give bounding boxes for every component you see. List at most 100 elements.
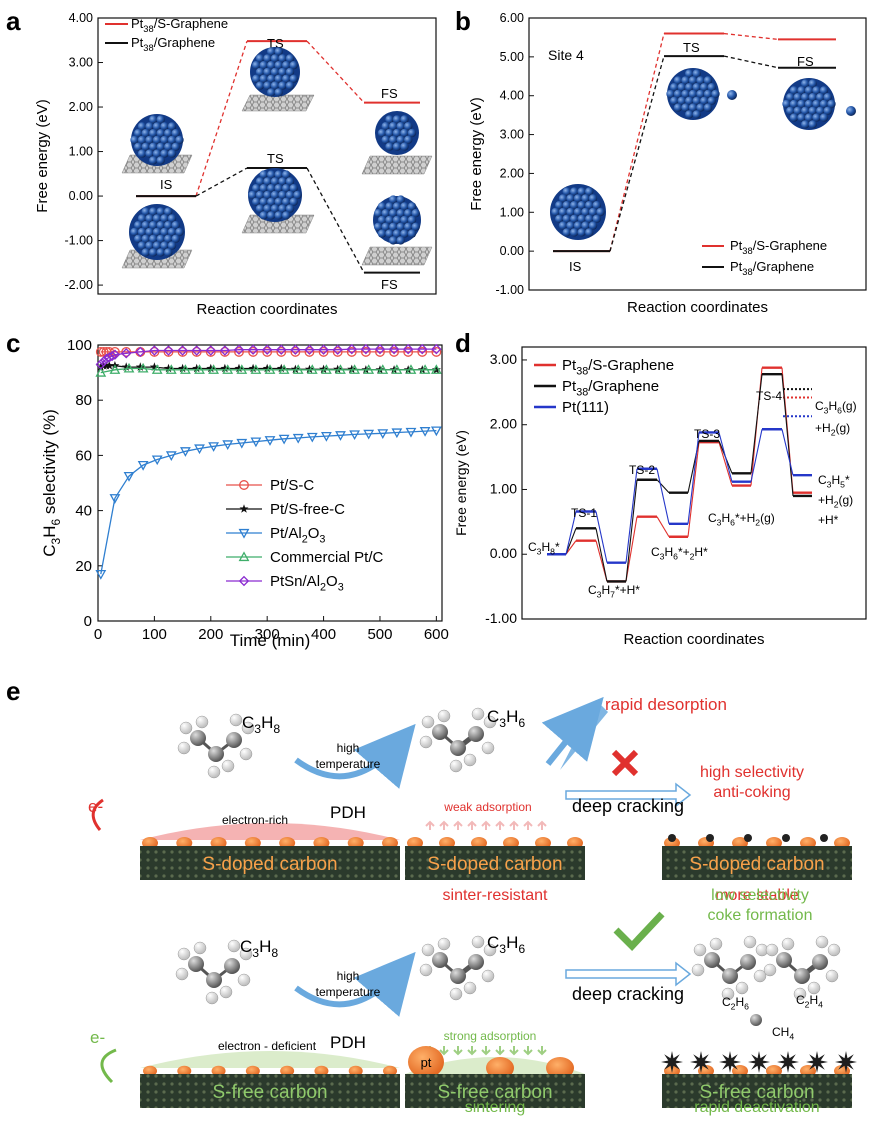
hydrogen-atom xyxy=(765,943,779,957)
y-tick-label: 0 xyxy=(84,613,92,630)
pt-atom xyxy=(267,47,276,56)
pt-atom xyxy=(666,89,675,99)
pt-atom xyxy=(282,197,291,206)
data-point xyxy=(405,364,417,374)
hydrogen-atom xyxy=(239,947,253,961)
chem-part: 6 xyxy=(673,552,678,562)
hydrogen-atom xyxy=(743,935,757,949)
pt-atom xyxy=(793,106,802,116)
chem-part: C xyxy=(818,473,827,487)
pt-nanoparticle xyxy=(383,1065,397,1077)
pt-atom xyxy=(585,201,594,210)
data-point xyxy=(278,364,290,374)
series-line xyxy=(100,429,437,575)
pt-atom xyxy=(160,135,169,145)
pt-atom xyxy=(134,221,143,230)
chem-part: C xyxy=(588,583,597,597)
desorption-arrow-head xyxy=(560,700,608,770)
pt-atom xyxy=(263,54,272,63)
pt-cluster-image xyxy=(250,47,300,97)
pt-atom xyxy=(400,202,409,211)
data-point xyxy=(164,363,173,373)
state-label: +H* xyxy=(818,513,839,527)
graphene-sheet xyxy=(361,155,433,175)
data-point xyxy=(109,346,120,357)
data-point xyxy=(109,494,121,504)
hydrogen-atom xyxy=(205,991,219,1005)
pt-atom xyxy=(259,60,268,70)
chem-part: 4 xyxy=(789,1032,794,1042)
pt-atom xyxy=(385,229,394,238)
y-tick-label: -1.00 xyxy=(65,234,94,248)
pt-atom xyxy=(670,96,679,106)
y-tick-label: 80 xyxy=(75,392,92,409)
pt-atom xyxy=(285,190,295,200)
hydrogen-atom xyxy=(807,981,821,995)
y-tick-label: 6.00 xyxy=(500,11,524,25)
data-point xyxy=(360,343,372,355)
pt-atom xyxy=(130,227,139,237)
pt-atom xyxy=(688,103,698,112)
legend-sub: 38 xyxy=(742,267,752,277)
pt-atom xyxy=(145,135,154,145)
pt-atom xyxy=(562,214,571,223)
energy-connector xyxy=(609,33,665,252)
hydrogen-atom xyxy=(471,707,485,721)
state-label-fs: FS xyxy=(381,277,398,292)
pt-atom xyxy=(392,142,402,151)
chem-part: 6 xyxy=(518,716,525,730)
y-tick-label: 3.00 xyxy=(69,56,93,70)
pt-atom xyxy=(141,129,150,138)
adsorb-arrow xyxy=(481,1046,491,1056)
legend-text: /S-Graphene xyxy=(753,238,827,253)
hydrogen-atom xyxy=(195,715,209,729)
data-point xyxy=(431,346,442,357)
pt-atom xyxy=(252,60,261,70)
chem-part: H xyxy=(506,933,518,952)
pt-atom xyxy=(801,106,810,116)
pt-atom xyxy=(267,170,276,179)
data-point xyxy=(388,343,400,355)
pt-atom xyxy=(588,221,598,230)
pt-atom xyxy=(581,194,590,203)
hydrogen-atom xyxy=(221,759,235,773)
pt-atom xyxy=(396,122,405,131)
pt-atom xyxy=(152,227,162,237)
pt-atom xyxy=(252,197,261,206)
energy-connector xyxy=(781,374,794,497)
pt-atom xyxy=(789,99,799,109)
chem-part: 3 xyxy=(252,946,259,960)
pt-atom xyxy=(392,115,402,124)
legend-label: Pt38/S-Graphene xyxy=(730,238,827,256)
pt-atom xyxy=(252,74,261,84)
data-point xyxy=(318,346,329,357)
desorb-arrow xyxy=(537,820,547,830)
chem-part: (g) xyxy=(838,493,853,507)
pt-atom xyxy=(274,60,283,70)
pt-atom xyxy=(267,184,276,193)
x-tick-label: 600 xyxy=(424,626,449,643)
pt-atom xyxy=(570,201,579,210)
data-point xyxy=(194,364,205,374)
ts-label: TS-1 xyxy=(571,506,597,520)
carbon-atom xyxy=(208,746,224,762)
coke-deposit xyxy=(748,1051,770,1073)
data-point xyxy=(262,363,272,373)
byproduct-label: CH4 xyxy=(772,1025,794,1042)
hydrogen-atom xyxy=(709,937,723,951)
data-point xyxy=(121,346,132,357)
state-label: C3H6*+2H* xyxy=(651,545,708,562)
product-label: C3H6 xyxy=(487,933,525,956)
energy-connector xyxy=(723,32,779,41)
energy-connector xyxy=(625,468,638,563)
pt-atom xyxy=(570,228,579,237)
pt-atom xyxy=(681,89,690,99)
pt-atom xyxy=(801,120,810,129)
energy-connector xyxy=(625,479,638,582)
y-tick-label: 40 xyxy=(75,503,92,520)
carbon-atom xyxy=(226,732,242,748)
y-tick-label: 100 xyxy=(67,337,92,354)
pt-atom xyxy=(278,190,287,200)
carbon-atom xyxy=(432,724,448,740)
data-point xyxy=(149,345,160,356)
